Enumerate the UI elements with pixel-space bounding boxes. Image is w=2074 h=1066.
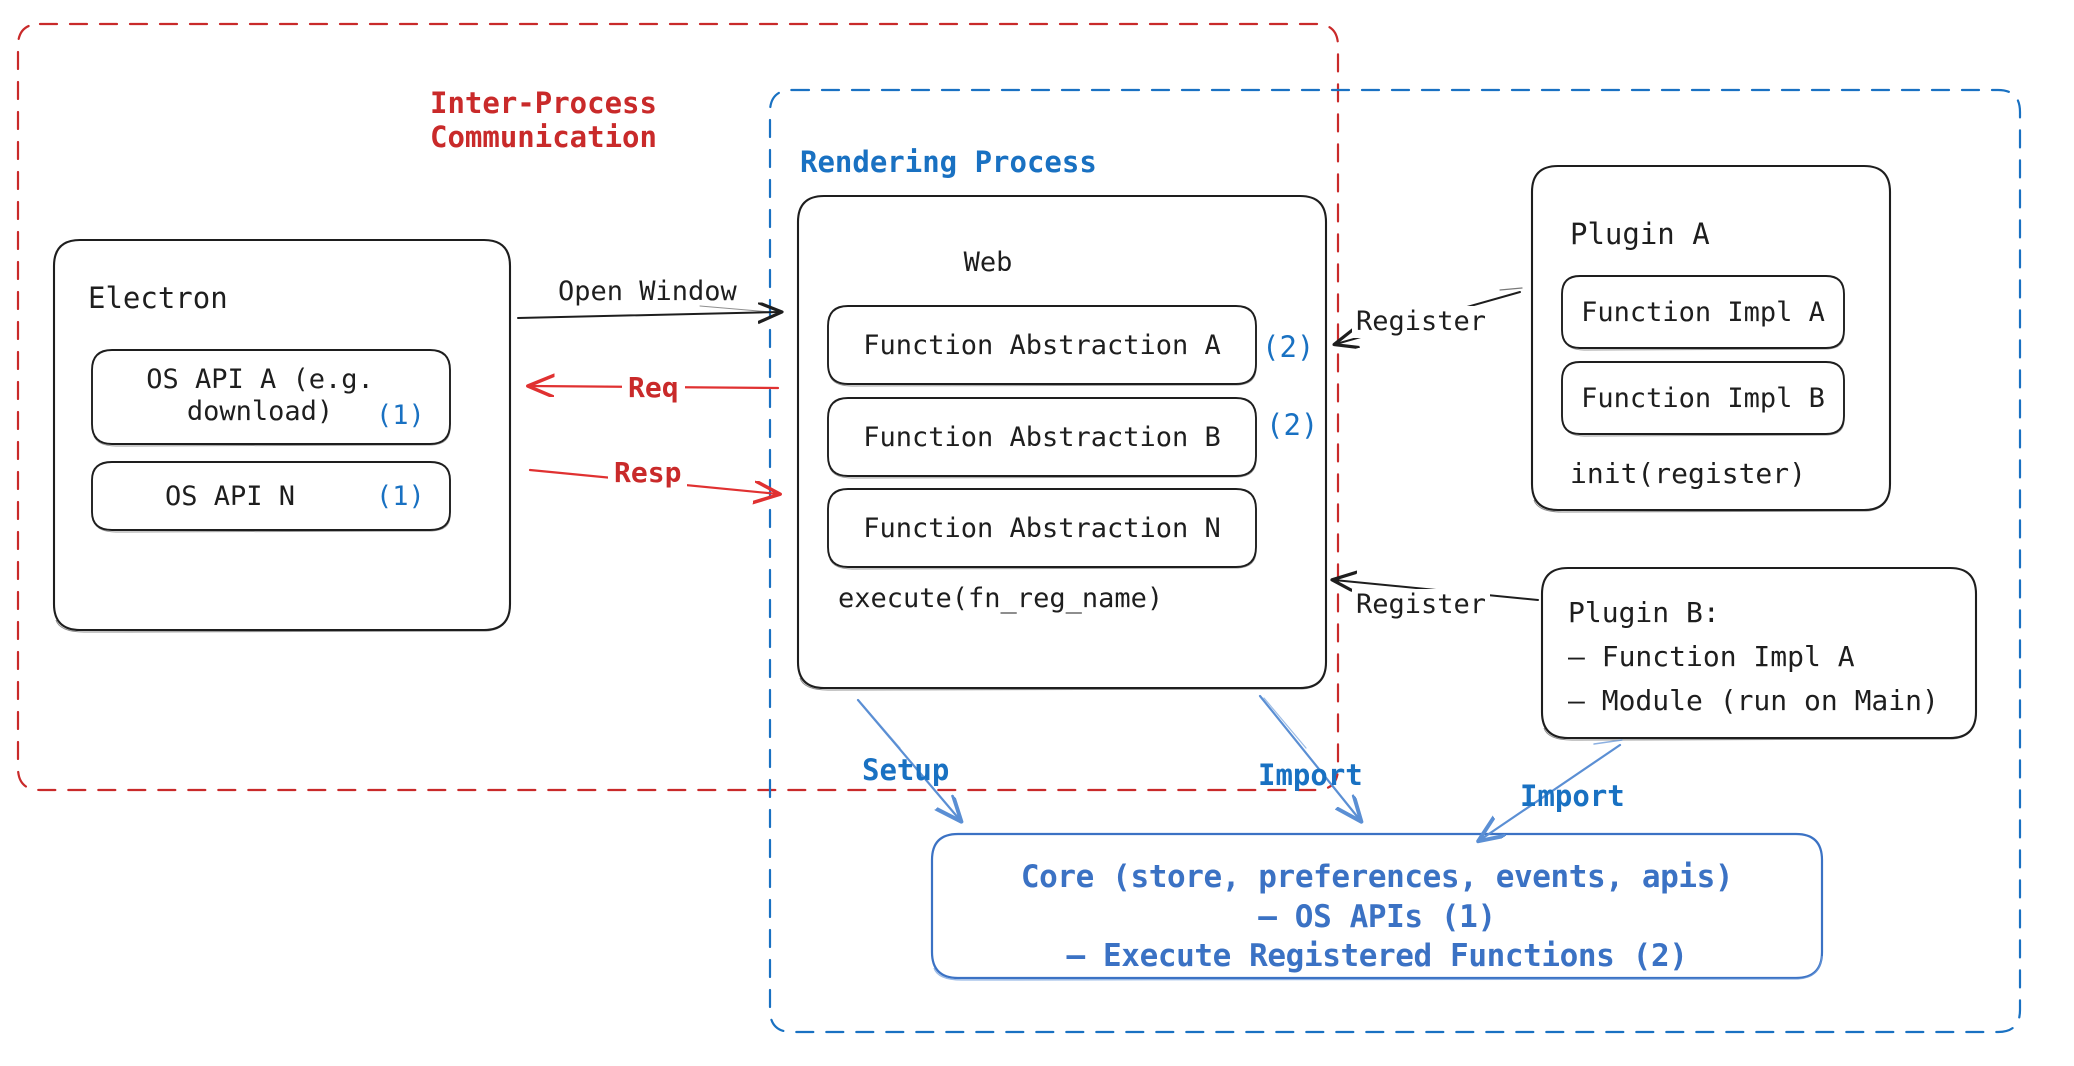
os-api-n-marker: (1) [376,481,425,512]
core-line-2: – OS APIs (1) [1258,898,1496,935]
function-impl-b-box-border [1561,361,1845,437]
import-web-label: Import [1258,758,1363,792]
os-api-n-box-border [91,461,451,533]
plugin-b-title: Plugin B: [1568,596,1720,629]
function-abstraction-b-label: Function Abstraction B [863,422,1221,453]
register-plugin-a-label: Register [1352,306,1491,338]
electron-title: Electron [88,281,228,315]
ipc-group-label: Inter-Process Communication [430,86,657,154]
os-api-a-line1: OS API A (e.g. [146,364,374,395]
plugin-b-item-2: – Module (run on Main) [1568,684,1939,717]
ipc-group-border [16,22,1340,792]
core-line-3: – Execute Registered Functions (2) [1066,938,1688,975]
plugin-a-impl-a-label: Function Impl A [1581,297,1825,328]
function-abstraction-b-box-border [827,397,1257,479]
web-title: Web [963,247,1013,278]
function-abstraction-a-box-border [827,305,1257,387]
plugin-b-item-1: – Function Impl A [1568,640,1855,673]
os-api-a-marker: (1) [376,400,425,431]
web-execute-label: execute(fn_reg_name) [838,583,1164,614]
setup-label: Setup [862,753,950,787]
function-abstraction-b-marker: (2) [1266,408,1319,442]
core-box-border [930,832,1824,981]
import-plugin-arrow [1480,739,1623,840]
os-api-a-box-border [91,349,451,447]
ipc-label-line2: Communication [430,120,657,155]
rendering-process-border [768,88,2022,1034]
ipc-label-line1: Inter-Process [430,86,657,120]
setup-arrow [856,698,960,820]
plugin-a-init-label: init(register) [1570,457,1807,490]
os-api-a-line2: download) [186,395,334,427]
register-plugin-b-label: Register [1352,589,1491,621]
function-abstraction-n-label: Function Abstraction N [863,513,1221,544]
function-impl-a-box-border [1561,275,1845,351]
os-api-a-label: OS API A (e.g. download) [100,364,420,428]
import-plugin-label: Import [1520,779,1625,813]
plugin-b-box-border [1540,566,1978,741]
resp-label: Resp [608,456,688,490]
function-abstraction-a-marker: (2) [1262,330,1315,364]
req-label: Req [622,371,685,405]
open-window-label: Open Window [558,276,737,307]
open-window-arrow [517,306,782,318]
function-abstraction-a-label: Function Abstraction A [863,330,1221,361]
core-text: Core (store, preferences, events, apis) … [932,858,1822,977]
core-line-1: Core (store, preferences, events, apis) [1020,859,1734,895]
plugin-a-title: Plugin A [1570,217,1710,251]
function-abstraction-n-box-border [827,488,1257,570]
rendering-process-label: Rendering Process [800,145,1097,179]
os-api-n-label: OS API N [164,481,296,512]
plugin-a-impl-b-label: Function Impl B [1581,383,1825,414]
import-web-arrow [1258,694,1360,820]
